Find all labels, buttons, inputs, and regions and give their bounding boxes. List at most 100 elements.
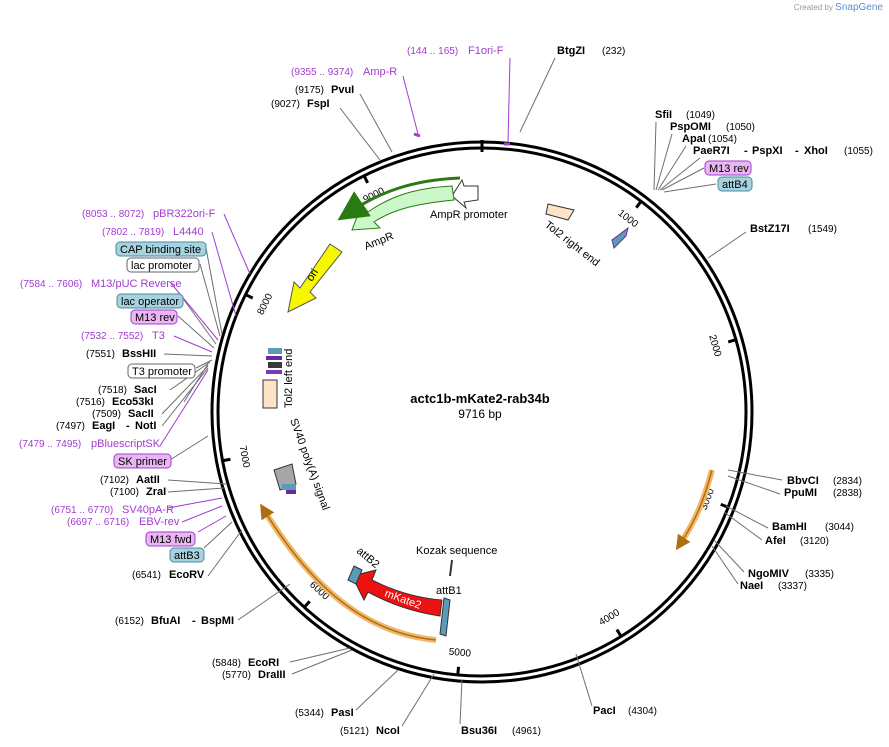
enzyme-ppumi[interactable]: PpuMI (2838) [784,487,862,499]
box-t3-promoter[interactable]: T3 promoter [127,363,196,379]
leader-line [237,583,291,621]
enzyme-ngomiv[interactable]: NgoMIV (3335) [748,568,834,580]
svg-text:BbvCI: BbvCI [787,475,819,487]
enzyme-naei[interactable]: NaeI (3337) [740,580,807,592]
enzyme-fspi[interactable]: (9027) FspI [271,98,330,110]
enzyme-pvui[interactable]: (9175) PvuI [295,84,354,96]
enzyme-pspomi[interactable]: PspOMI (1050) [670,121,755,133]
svg-text:(7532 .. 7552): (7532 .. 7552) [81,331,143,342]
leader-line [459,679,463,725]
svg-text:(3335): (3335) [805,569,834,580]
sv40-block-2 [286,490,296,494]
ampr-arrow[interactable] [351,185,455,231]
enzyme-draiii[interactable]: (5770) DraIII [222,669,286,681]
enzyme-btgzi[interactable]: BtgZI (232) [557,45,625,57]
mkate2-arrow[interactable] [351,569,443,617]
box-m13-rev-left[interactable]: M13 rev [130,309,178,325]
svg-text:M13 fwd: M13 fwd [150,534,192,546]
leader-line [177,315,215,349]
svg-text:(9175): (9175) [295,85,324,96]
tol2-right-end-box[interactable] [545,203,575,221]
svg-text:(1549): (1549) [808,224,837,235]
primer-amp-r[interactable]: (9355 .. 9374) Amp-R [291,66,397,78]
svg-text:SV40pA-R: SV40pA-R [122,504,174,516]
ori-arrow[interactable] [287,243,343,313]
box-sk-primer[interactable]: SK primer [113,453,172,469]
enzyme-eco53ki[interactable]: (7516) Eco53kI [76,396,154,408]
enzyme-sfii[interactable]: SfiI (1049) [655,109,715,121]
cluster-block-3 [268,362,282,368]
enzyme-ecori[interactable]: (5848) EcoRI [212,657,279,669]
enzyme-bamhi[interactable]: BamHI (3044) [772,521,854,533]
svg-text:CAP binding site: CAP binding site [120,244,201,256]
enzyme-saci[interactable]: (7518) SacI [98,384,157,396]
svg-text:attB4: attB4 [722,179,748,191]
primer-ebv-rev[interactable]: (6697 .. 6716) EBV-rev [67,516,180,528]
svg-text:PspOMI: PspOMI [670,121,711,133]
primer-pbr322ori-f[interactable]: (8053 .. 8072) pBR322ori-F [82,208,216,220]
svg-text:SK primer: SK primer [118,456,167,468]
ampr-orf-line [337,176,461,221]
tick-mark [727,338,737,344]
enzyme-bbvci[interactable]: BbvCI (2834) [787,475,862,487]
enzyme-zrai[interactable]: (7100) ZraI [110,486,166,498]
svg-text:attB3: attB3 [174,550,200,562]
enzyme-afei[interactable]: AfeI (3120) [765,535,829,547]
f1ori-f-leader [507,57,511,143]
tick-label: 2000 [706,334,723,359]
svg-text:NaeI: NaeI [740,580,763,592]
leader-line [291,649,353,675]
box-attb4[interactable]: attB4 [717,176,753,192]
leader-line [207,529,243,577]
svg-text:-: - [795,145,799,157]
svg-text:BtgZI: BtgZI [557,45,585,57]
svg-text:T3: T3 [152,330,165,342]
enzyme-bsu36i[interactable]: Bsu36I (4961) [461,725,541,737]
svg-text:Bsu36I: Bsu36I [461,725,497,737]
box-m13-rev-right[interactable]: M13 rev [704,160,752,176]
cluster-block-1 [268,348,282,354]
svg-text:L4440: L4440 [173,226,204,238]
tol2-left-end-box[interactable] [262,379,278,409]
svg-text:EcoRV: EcoRV [169,569,205,581]
primer-m13-puc-reverse[interactable]: (7584 .. 7606) M13/pUC Reverse [20,278,181,290]
kozak-mark [449,559,453,577]
leader-line [199,263,221,337]
leader-line [183,363,209,403]
enzyme-pasi[interactable]: (5344) PasI [295,707,354,719]
primer-f1ori-f[interactable]: (144 .. 165) F1ori-F [407,45,504,57]
primer-t3[interactable]: (7532 .. 7552) T3 [81,330,165,342]
tick-label: 8000 [256,292,276,317]
enzyme-sacii[interactable]: (7509) SacII [92,408,154,420]
enzyme-bstz17i[interactable]: BstZ17I (1549) [750,223,837,235]
primer-sv40pa-r[interactable]: (6751 .. 6770) SV40pA-R [51,504,174,516]
primer-l4440[interactable]: (7802 .. 7819) L4440 [102,226,204,238]
box-attb3[interactable]: attB3 [169,547,205,563]
enzyme-paer7i-pspxi-xhoi[interactable]: PaeR7I - PspXI - XhoI (1055) [693,145,873,157]
enzyme-paci[interactable]: PacI (4304) [593,705,657,717]
enzyme-ecorv[interactable]: (6541) EcoRV [132,569,205,581]
enzyme-bfuai-bspmi[interactable]: (6152) BfuAI - BspMI [115,615,234,627]
leader-line [289,647,351,663]
enzyme-aatii[interactable]: (7102) AatII [100,474,160,486]
enzyme-apai[interactable]: ApaI (1054) [682,133,737,145]
ampr-promoter-arrow[interactable] [451,178,479,210]
svg-text:(7584 .. 7606): (7584 .. 7606) [20,279,82,290]
primer-pbluescriptsk[interactable]: (7479 .. 7495) pBluescriptSK [19,438,161,450]
svg-text:-: - [744,145,748,157]
svg-text:(7479 .. 7495): (7479 .. 7495) [19,439,81,450]
enzyme-bsshii[interactable]: (7551) BssHII [86,348,156,360]
tick-mark [456,666,461,676]
enzyme-ncoi[interactable]: (5121) NcoI [340,725,400,737]
leader-line [359,93,393,153]
svg-text:(7100): (7100) [110,487,139,498]
box-m13-fwd[interactable]: M13 fwd [145,531,196,547]
enzyme-eagi-noti[interactable]: (7497) EagI - NotI [56,420,156,432]
box-cap-binding-site[interactable]: CAP binding site [115,241,207,257]
svg-text:PpuMI: PpuMI [784,487,817,499]
box-lac-promoter[interactable]: lac promoter [126,257,200,273]
svg-text:lac promoter: lac promoter [131,260,192,272]
box-lac-operator[interactable]: lac operator [116,293,184,309]
svg-text:(8053 .. 8072): (8053 .. 8072) [82,209,144,220]
tol2-right-end-label: Tol2 right end [542,219,601,269]
